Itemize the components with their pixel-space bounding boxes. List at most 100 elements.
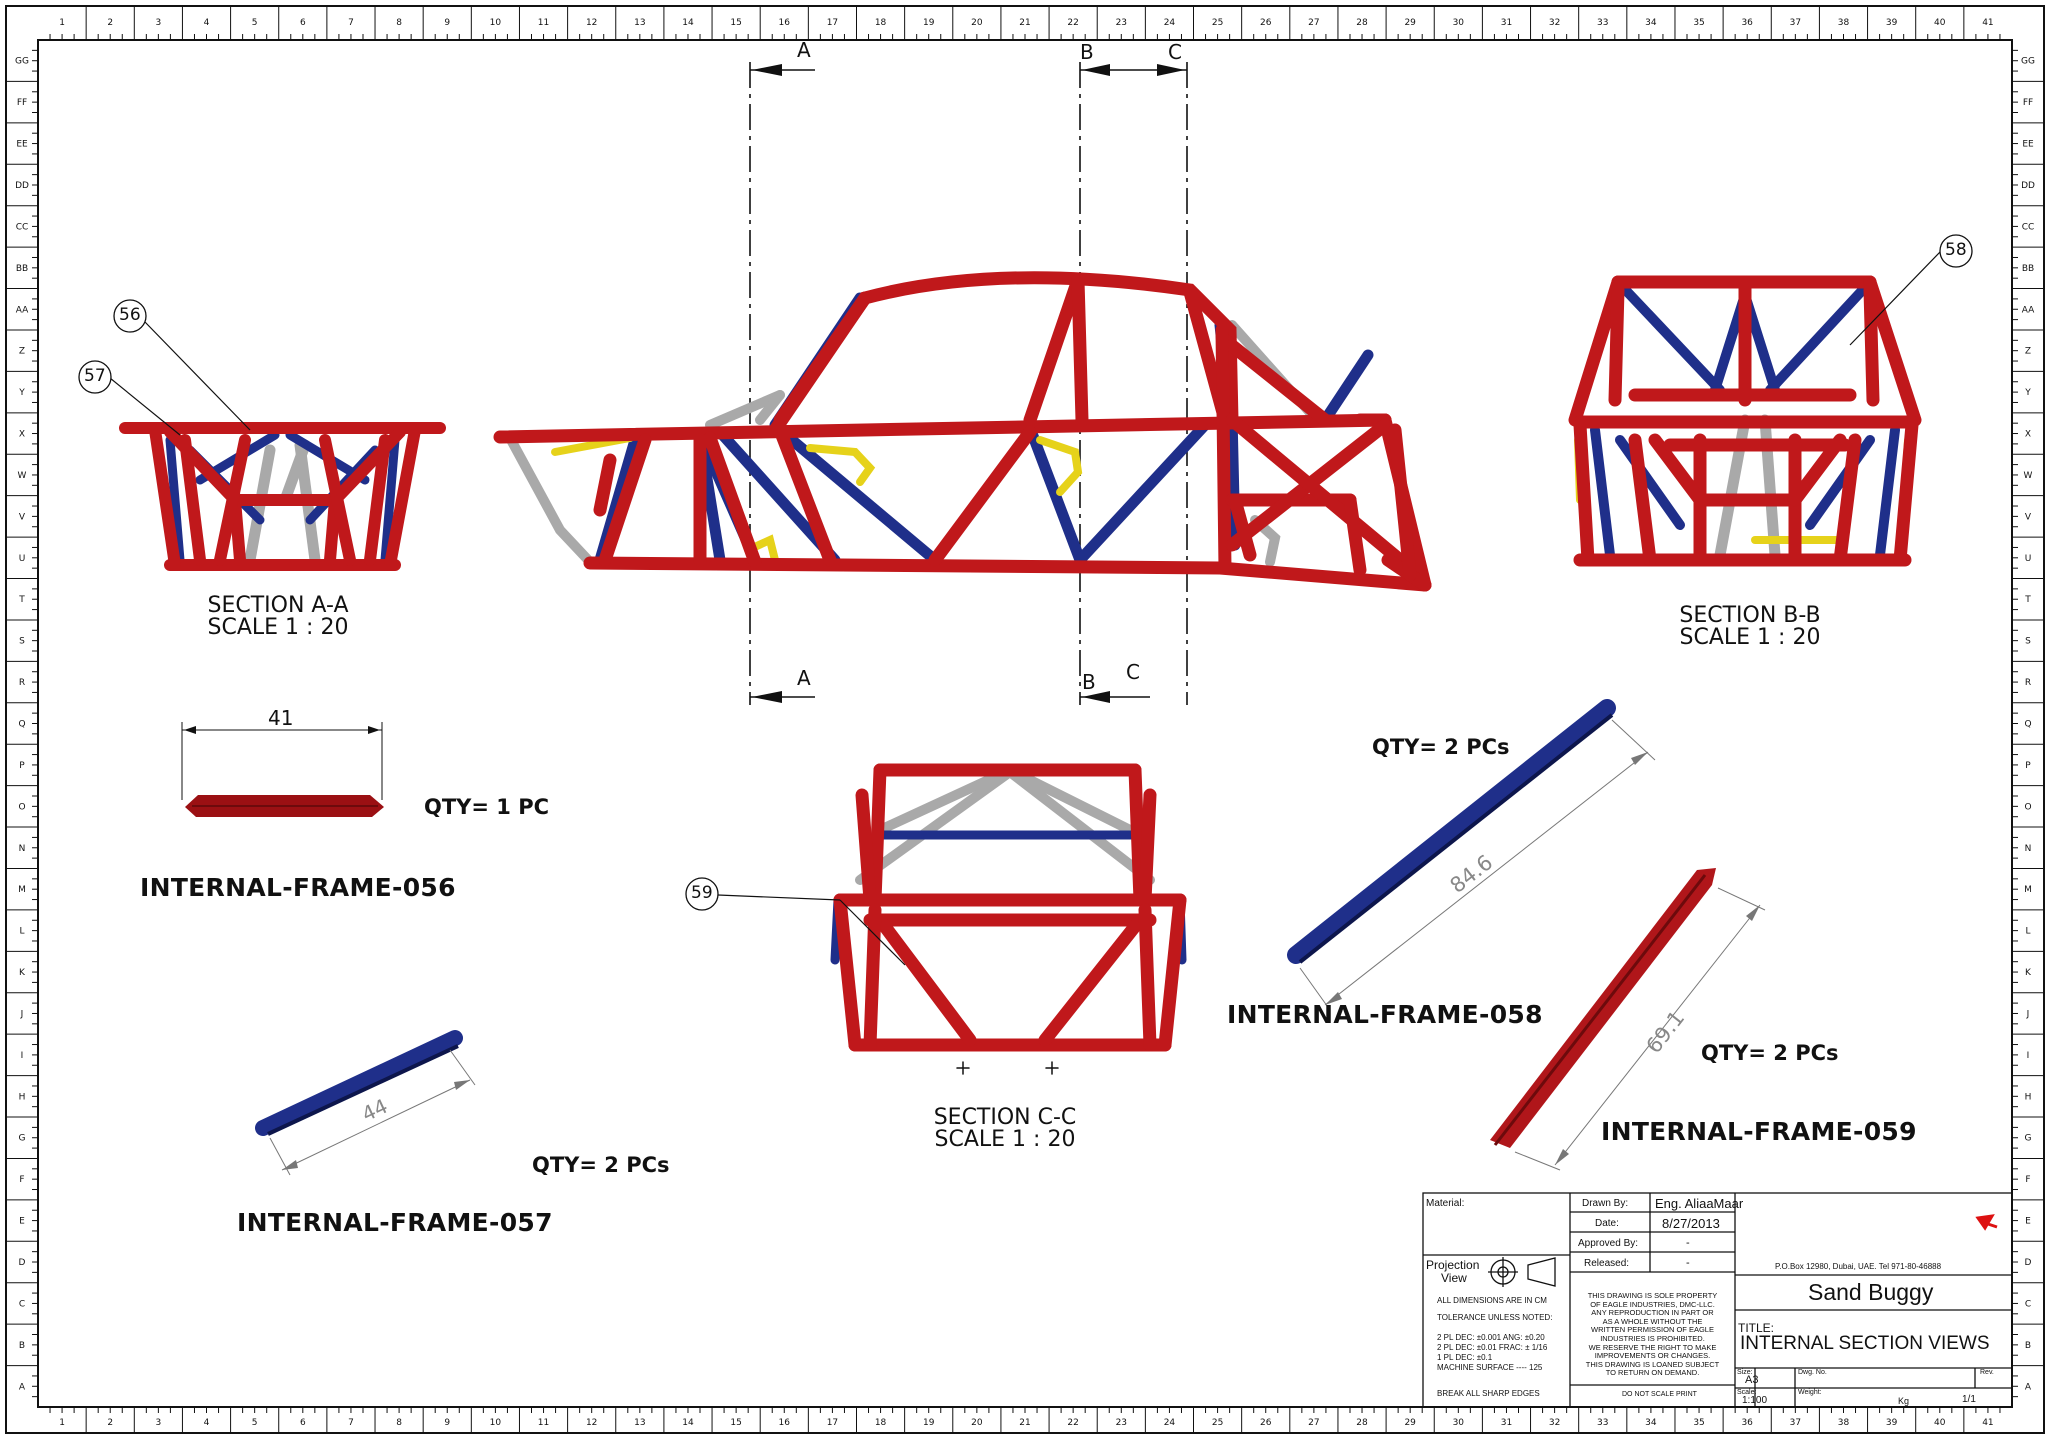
- zone-row-label-left: S: [19, 637, 25, 647]
- zone-row-label-right: Q: [2024, 720, 2031, 730]
- zone-row-label-right: A: [2025, 1382, 2032, 1392]
- released-label: Released:: [1584, 1258, 1630, 1269]
- projection-label-2: View: [1441, 1271, 1467, 1285]
- zone-column-label-bottom: 39: [1886, 1418, 1898, 1428]
- zone-row-label-right: J: [2026, 1009, 2030, 1019]
- balloon-57: 57: [84, 366, 106, 386]
- zone-row-label-left: BB: [16, 264, 28, 274]
- logo-icon: [1975, 1214, 1998, 1231]
- zone-row-label-right: GG: [2021, 57, 2035, 67]
- notes: ALL DIMENSIONS ARE IN CM TOLERANCE UNLES…: [1437, 1296, 1552, 1399]
- zone-column-label-bottom: 36: [1741, 1418, 1753, 1428]
- zone-column-label-bottom: 26: [1260, 1418, 1272, 1428]
- zone-row-label-left: V: [19, 512, 26, 522]
- zone-column-label-top: 28: [1356, 18, 1368, 28]
- zone-column-label-top: 35: [1693, 18, 1704, 28]
- zone-row-label-right: G: [2025, 1134, 2032, 1144]
- section-cc-caption: SECTION C-C SCALE 1 : 20: [905, 1107, 1105, 1151]
- zone-column-label-top: 30: [1453, 18, 1465, 28]
- zone-column-label-bottom: 29: [1404, 1418, 1416, 1428]
- part-name-059: INTERNAL-FRAME-059: [1601, 1117, 1917, 1146]
- zone-column-label-bottom: 10: [490, 1418, 502, 1428]
- section-bb-scale: SCALE 1 : 20: [1679, 625, 1821, 650]
- zone-column-label-top: 24: [1164, 18, 1176, 28]
- zone-row-label-right: Y: [2024, 388, 2031, 398]
- zone-column-label-top: 11: [538, 18, 549, 28]
- section-marker-bottom-b: B: [1082, 670, 1096, 694]
- section-marker-bottom-c: C: [1126, 660, 1140, 684]
- zone-row-label-left: B: [19, 1341, 25, 1351]
- scale-value: 1:100: [1742, 1395, 1768, 1406]
- zone-column-label-bottom: 20: [971, 1418, 983, 1428]
- zone-column-label-top: 41: [1982, 18, 1993, 28]
- zone-column-label-bottom: 13: [634, 1418, 645, 1428]
- section-cut-lines: [749, 62, 1188, 705]
- sheet-number: 1/1: [1962, 1394, 1976, 1405]
- zone-column-label-bottom: 19: [923, 1418, 935, 1428]
- note-6: MACHINE SURFACE ---- 125: [1437, 1363, 1543, 1372]
- zone-column-label-top: 3: [155, 18, 161, 28]
- zone-column-label-top: 20: [971, 18, 983, 28]
- zone-row-label-right: Z: [2025, 347, 2031, 357]
- projection-label-1: Projection: [1426, 1258, 1480, 1272]
- zone-column-label-top: 2: [107, 18, 113, 28]
- section-aa-scale: SCALE 1 : 20: [207, 615, 349, 640]
- section-aa-title: SECTION A-A: [207, 593, 349, 618]
- zone-column-label-top: 34: [1645, 18, 1657, 28]
- zone-row-label-right: D: [2025, 1258, 2032, 1268]
- zone-row-label-right: M: [2024, 885, 2032, 895]
- zone-row-label-left: K: [19, 968, 26, 978]
- notice-line-8: IMPROVEMENTS OR CHANGES.: [1594, 1351, 1711, 1361]
- zone-row-label-left: I: [21, 1051, 24, 1061]
- zone-row-label-right: H: [2025, 1092, 2032, 1102]
- zone-row-label-right: DD: [2021, 181, 2035, 191]
- zone-column-label-top: 25: [1212, 18, 1223, 28]
- zone-row-label-left: Z: [19, 347, 25, 357]
- address: P.O.Box 12980, Dubai, UAE. Tel 971-80-46…: [1775, 1262, 1942, 1271]
- zone-ticks: [6, 6, 2044, 1433]
- zone-row-label-left: U: [19, 554, 26, 564]
- zone-column-label-bottom: 11: [538, 1418, 549, 1428]
- note-3: 2 PL DEC: ±0.001 ANG: ±0.20: [1437, 1333, 1545, 1342]
- section-bb-title: SECTION B-B: [1679, 603, 1821, 628]
- zone-column-label-bottom: 9: [444, 1418, 450, 1428]
- zone-row-label-right: N: [2025, 844, 2032, 854]
- zone-row-label-right: T: [2024, 595, 2031, 605]
- zone-row-label-left: C: [19, 1299, 25, 1309]
- zone-row-label-left: M: [18, 885, 26, 895]
- released-value: -: [1686, 1257, 1690, 1269]
- zone-row-label-right: BB: [2022, 264, 2034, 274]
- zone-row-label-right: K: [2025, 968, 2032, 978]
- zone-row-label-left: X: [19, 430, 25, 440]
- zone-row-label-right: AA: [2022, 305, 2035, 315]
- zone-row-label-right: O: [2024, 802, 2031, 812]
- zone-column-label-top: 33: [1597, 18, 1608, 28]
- zone-labels: 1122334455667788991010111112121313141415…: [15, 18, 2035, 1428]
- zone-column-label-top: 7: [348, 18, 354, 28]
- section-bb-caption: SECTION B-B SCALE 1 : 20: [1650, 605, 1850, 649]
- zone-row-label-right: X: [2025, 430, 2031, 440]
- part-name-056: INTERNAL-FRAME-056: [140, 873, 456, 902]
- zone-column-label-bottom: 25: [1212, 1418, 1223, 1428]
- zone-column-label-bottom: 16: [779, 1418, 791, 1428]
- zone-row-label-left: A: [19, 1382, 26, 1392]
- part-058-drawing: [1287, 699, 1656, 1011]
- note-5: 1 PL DEC: ±0.1: [1437, 1353, 1493, 1362]
- zone-column-label-bottom: 5: [252, 1418, 258, 1428]
- zone-column-label-top: 37: [1790, 18, 1801, 28]
- part-056-drawing: [181, 722, 384, 817]
- zone-row-label-left: DD: [15, 181, 29, 191]
- zone-column-label-bottom: 28: [1356, 1418, 1368, 1428]
- section-marker-top-a: A: [797, 38, 811, 62]
- zone-column-label-bottom: 7: [348, 1418, 354, 1428]
- zone-row-label-right: I: [2027, 1051, 2030, 1061]
- zone-row-label-right: FF: [2023, 98, 2033, 108]
- zone-row-label-left: H: [19, 1092, 26, 1102]
- zone-row-label-left: Q: [18, 720, 25, 730]
- zone-row-label-right: EE: [2022, 140, 2034, 150]
- zone-row-label-right: P: [2025, 761, 2031, 771]
- zone-row-label-left: R: [19, 678, 25, 688]
- zone-row-label-left: FF: [17, 98, 27, 108]
- zone-column-label-bottom: 4: [204, 1418, 210, 1428]
- zone-column-label-bottom: 41: [1982, 1418, 1993, 1428]
